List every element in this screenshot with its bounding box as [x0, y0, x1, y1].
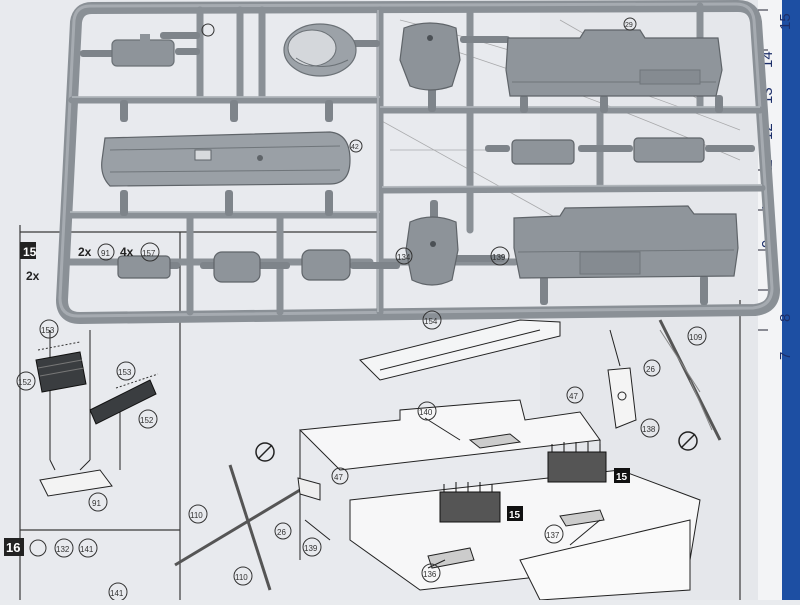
assembly-callouts: 154 140 137 136 139 138 110 110 47 47 26…: [188, 310, 707, 586]
sprue-part-ring: [283, 23, 357, 77]
part-callout: 152: [140, 416, 154, 425]
part-callout: 141: [110, 589, 124, 598]
sprue-number: 134: [397, 253, 411, 262]
sprue-part-small-b: [633, 137, 705, 163]
sprue-number: 42: [351, 144, 359, 151]
sprue-part-panel-upper: [505, 29, 723, 97]
part-callout: 26: [277, 528, 286, 537]
sprue-part-small-a: [511, 139, 575, 165]
panel-137-side: [519, 519, 691, 601]
part-callout: 110: [190, 511, 203, 520]
sub-step-number: 15: [616, 472, 628, 483]
sprue-part-drum-a: [213, 251, 261, 283]
part-callout: 157: [142, 249, 156, 258]
part-callout: 91: [92, 499, 101, 508]
sprue-number: 139: [492, 253, 506, 262]
part-callout: 136: [423, 570, 437, 579]
radiator-strip: [37, 341, 81, 351]
glue-icon: [29, 539, 47, 557]
step-16-number: 16: [6, 540, 20, 555]
sub-step-number: 15: [509, 510, 521, 521]
engine-block-b: [547, 442, 607, 483]
part-callout: 154: [424, 317, 438, 326]
sprue-part-mount-upper: [399, 22, 461, 91]
radiator-block-b: [89, 379, 157, 425]
part-callout: 139: [304, 544, 318, 553]
part-callout: 110: [235, 573, 248, 582]
sprue-numbers: 42 29 134 139: [201, 17, 637, 266]
sprue-part-fuselage-half: [101, 131, 351, 187]
sprue-part-drum-b: [301, 249, 351, 281]
propeller-left-blade: [228, 464, 272, 591]
step-16-badge: [4, 538, 24, 556]
step-15-panel: 15 2x 2x 91 4x 157 153 152 153: [16, 242, 160, 512]
panel-140: [298, 399, 601, 471]
multiplier: 2x: [26, 269, 40, 283]
sprue-part-panel-lower: [513, 205, 739, 279]
part-callout: 132: [56, 545, 70, 554]
part-callout: 91: [101, 249, 110, 258]
part-callout: 153: [41, 326, 55, 335]
sprue-part-mount-lower: [405, 216, 459, 286]
plate: [468, 433, 522, 449]
spinner: [297, 477, 321, 501]
part-callout: 153: [118, 368, 132, 377]
ruler-num: 7: [777, 352, 794, 360]
part-callout: 152: [18, 378, 32, 387]
step-15-badge: [20, 242, 36, 259]
multiplier: 4x: [120, 245, 134, 259]
part-callout: 137: [546, 531, 560, 540]
assembly-diagram: [174, 319, 722, 601]
propeller-left: [174, 488, 301, 567]
part-callout: 109: [689, 333, 703, 342]
multiplier: 2x: [78, 245, 92, 259]
plate: [559, 509, 605, 527]
part-callout: 138: [642, 425, 656, 434]
ruler-num: 15: [777, 13, 794, 30]
radiator-strip: [115, 373, 159, 389]
part-callout: 26: [646, 365, 655, 374]
bulkhead: [607, 367, 637, 429]
instruction-borders: [19, 225, 741, 600]
ruler-num: 8: [777, 314, 794, 322]
part-callout: 47: [569, 392, 578, 401]
no-glue-icon: [678, 431, 698, 451]
part-callout: 141: [80, 545, 94, 554]
sub-step-callouts: 15 15: [507, 468, 630, 521]
step-15-number: 15: [23, 245, 37, 259]
radiator-block-a: [35, 351, 87, 393]
part-callout: 140: [419, 408, 433, 417]
sprue-part-block: [111, 39, 175, 67]
sprue-number: 29: [625, 22, 633, 29]
sprue-part-small-c: [117, 255, 171, 279]
engine-block-a: [439, 482, 501, 523]
no-glue-icon: [255, 442, 275, 462]
sprue: [55, 0, 781, 325]
part-callout: 47: [334, 473, 343, 482]
step-16-panel: 16 132 141 141: [4, 538, 128, 602]
